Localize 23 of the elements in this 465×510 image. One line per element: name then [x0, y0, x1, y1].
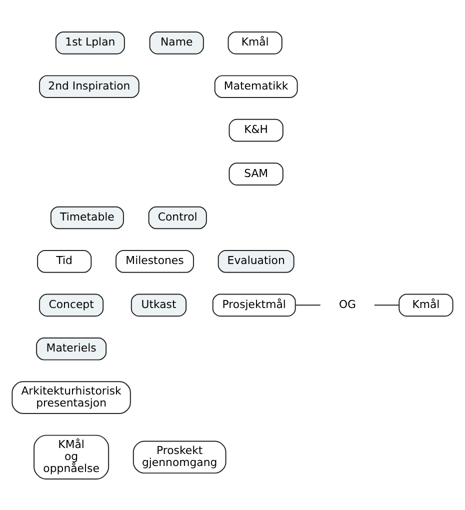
node-box: KMål og oppnåelse: [34, 434, 110, 480]
connector: [295, 304, 321, 306]
node-box: 1st Lplan: [55, 30, 125, 54]
node-box: Tid: [37, 250, 92, 272]
node-box: Evaluation: [218, 250, 294, 272]
node-box: Proskekt gjennomgang: [132, 440, 226, 474]
node-box: Kmål: [228, 30, 282, 54]
node-box: Materiels: [36, 336, 107, 360]
node-box: Control: [148, 206, 207, 229]
node-box: SAM: [228, 162, 284, 185]
connector: [374, 304, 400, 306]
node-box: Arkitekturhistorisk presentasjon: [12, 380, 131, 414]
node-box: Name: [149, 30, 204, 54]
node-text: OG: [338, 297, 356, 310]
node-box: K&H: [228, 118, 284, 142]
node-box: Milestones: [116, 250, 194, 272]
node-box: Timetable: [50, 206, 124, 229]
node-box: Matematikk: [214, 74, 298, 98]
node-box: Concept: [39, 293, 104, 316]
node-box: 2nd Inspiration: [39, 74, 140, 98]
node-box: Kmål: [398, 293, 454, 316]
node-box: Utkast: [130, 293, 187, 316]
node-box: Prosjektmål: [212, 293, 296, 316]
